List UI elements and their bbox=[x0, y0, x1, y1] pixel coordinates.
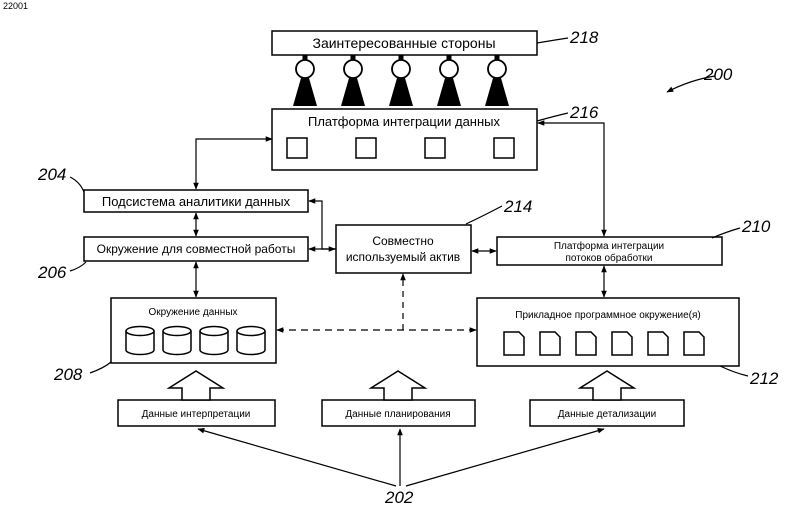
platform-slot-icon bbox=[425, 138, 445, 158]
workflow-integration-box: Платформа интеграции потоков обработки bbox=[497, 237, 722, 265]
ref-206: 206 bbox=[37, 263, 67, 282]
interpretation-data-box: Данные интерпретации bbox=[118, 400, 275, 426]
stakeholder-figure-icon bbox=[485, 55, 509, 106]
block-arrows bbox=[169, 371, 634, 400]
document-icon bbox=[504, 332, 524, 355]
leader-210 bbox=[712, 228, 740, 238]
platform-slot-icon bbox=[356, 138, 376, 158]
stakeholders-box: Заинтересованные стороны bbox=[272, 31, 537, 55]
ref-204: 204 bbox=[37, 165, 66, 184]
platform-slot-icon bbox=[494, 138, 514, 158]
analytics-subsystem-label: Подсистема аналитики данных bbox=[102, 194, 291, 209]
leader-204 bbox=[70, 177, 84, 192]
data-integration-platform-label: Платформа интеграции данных bbox=[308, 114, 501, 129]
workflow-integration-line1: Платформа интеграции bbox=[554, 240, 664, 252]
ref-200: 200 bbox=[703, 65, 733, 84]
document-icon bbox=[612, 332, 632, 355]
analytics-subsystem-box: Подсистема аналитики данных bbox=[84, 190, 308, 212]
interpretation-data-label: Данные интерпретации bbox=[142, 409, 251, 420]
leader-216 bbox=[537, 113, 568, 121]
collaboration-environment-box: Окружение для совместной работы bbox=[84, 237, 308, 261]
ref-212: 212 bbox=[749, 369, 779, 388]
document-icon bbox=[648, 332, 668, 355]
shared-asset-line1: Совместно bbox=[372, 234, 434, 248]
stakeholder-figure-icon bbox=[389, 55, 413, 106]
ref-218: 218 bbox=[569, 28, 599, 47]
database-icon bbox=[126, 327, 154, 355]
document-icon bbox=[540, 332, 560, 355]
leader-212 bbox=[720, 366, 748, 376]
ref-202: 202 bbox=[384, 488, 414, 507]
block-arrow-interpretation bbox=[169, 371, 223, 400]
data-environment-label: Окружение данных bbox=[148, 307, 237, 318]
connector-platform-workflow bbox=[538, 123, 604, 236]
document-icon bbox=[684, 332, 704, 355]
block-arrow-detailing bbox=[580, 371, 634, 400]
stakeholder-figure-icon bbox=[341, 55, 365, 106]
connector-platform-analytics bbox=[196, 139, 272, 189]
block-arrow-planning bbox=[371, 371, 425, 400]
arrow-202-detailing bbox=[406, 429, 604, 486]
ref-216: 216 bbox=[569, 103, 599, 122]
corner-id: 22001 bbox=[3, 1, 28, 11]
application-environment-label: Прикладное программное окружение(я) bbox=[515, 310, 700, 321]
stakeholder-figure-icon bbox=[293, 55, 317, 106]
leader-218 bbox=[537, 38, 568, 43]
arrow-202-interpretation bbox=[198, 429, 396, 486]
ref-208: 208 bbox=[53, 365, 83, 384]
collaboration-environment-label: Окружение для совместной работы bbox=[97, 242, 296, 256]
database-icon bbox=[200, 327, 228, 355]
leader-208 bbox=[90, 362, 111, 373]
shared-asset-line2: используемый актив bbox=[346, 250, 460, 264]
connector-asset-analytics bbox=[309, 201, 336, 249]
platform-slot-icon bbox=[287, 138, 307, 158]
ref-214: 214 bbox=[503, 197, 532, 216]
stakeholder-figures bbox=[293, 55, 509, 106]
planning-data-label: Данные планирования bbox=[345, 409, 450, 420]
database-icon bbox=[163, 327, 191, 355]
planning-data-box: Данные планирования bbox=[322, 400, 475, 426]
shared-asset-box: Совместно используемый актив bbox=[336, 225, 471, 273]
workflow-integration-line2: потоков обработки bbox=[566, 252, 653, 264]
leader-214 bbox=[466, 206, 502, 224]
stakeholder-figure-icon bbox=[437, 55, 461, 106]
database-icon bbox=[237, 327, 265, 355]
detailing-data-box: Данные детализации bbox=[530, 400, 684, 426]
leader-206 bbox=[70, 262, 86, 271]
stakeholders-label: Заинтересованные стороны bbox=[312, 35, 495, 51]
ref-210: 210 bbox=[741, 217, 771, 236]
detailing-data-label: Данные детализации bbox=[558, 409, 656, 420]
document-icon bbox=[576, 332, 596, 355]
